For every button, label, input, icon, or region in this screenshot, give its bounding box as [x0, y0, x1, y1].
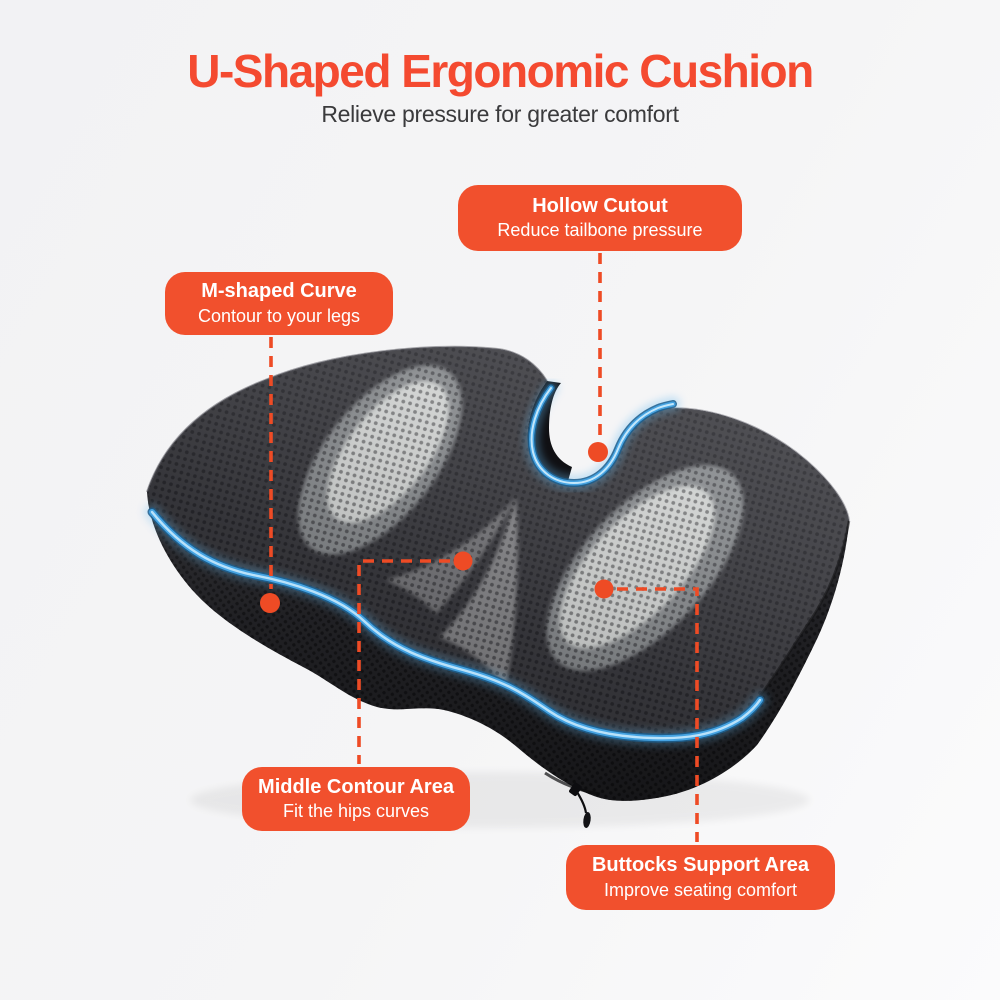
- page-title: U-Shaped Ergonomic Cushion: [187, 45, 814, 97]
- leader-lines: [269, 253, 699, 842]
- dot-m-shaped-curve: [260, 593, 280, 613]
- dot-hollow-cutout: [588, 442, 608, 462]
- callout-title: Hollow Cutout: [532, 194, 668, 217]
- callout-title: M-shaped Curve: [201, 280, 357, 303]
- marker-dots: [260, 442, 614, 613]
- callout-title: Buttocks Support Area: [591, 854, 810, 877]
- callout-hollow-cutout: Hollow Cutout Reduce tailbone pressure: [458, 185, 742, 251]
- callout-middle-contour-area: Middle Contour Area Fit the hips curves: [242, 767, 470, 831]
- callout-subtitle: Reduce tailbone pressure: [497, 220, 703, 241]
- page-subtitle: Relieve pressure for greater comfort: [321, 101, 679, 127]
- callout-subtitle: Contour to your legs: [197, 305, 361, 326]
- callout-title: Middle Contour Area: [258, 775, 454, 798]
- dot-middle-contour: [453, 551, 473, 571]
- callout-buttocks-support-area: Buttocks Support Area Improve seating co…: [566, 845, 835, 910]
- callout-m-shaped-curve: M-shaped Curve Contour to your legs: [165, 272, 393, 335]
- leader-buttocks-support: [617, 587, 699, 842]
- zipper: [544, 771, 601, 828]
- right-seam: [740, 520, 851, 720]
- back-rim-highlight: [146, 345, 548, 493]
- cutout-glow: [524, 380, 681, 491]
- callout-subtitle: Fit the hips curves: [282, 801, 430, 822]
- back-rim-highlight-right: [653, 407, 850, 522]
- blue-piping: [144, 504, 768, 747]
- callout-subtitle: Improve seating comfort: [603, 879, 798, 900]
- dot-buttocks-support: [594, 579, 614, 599]
